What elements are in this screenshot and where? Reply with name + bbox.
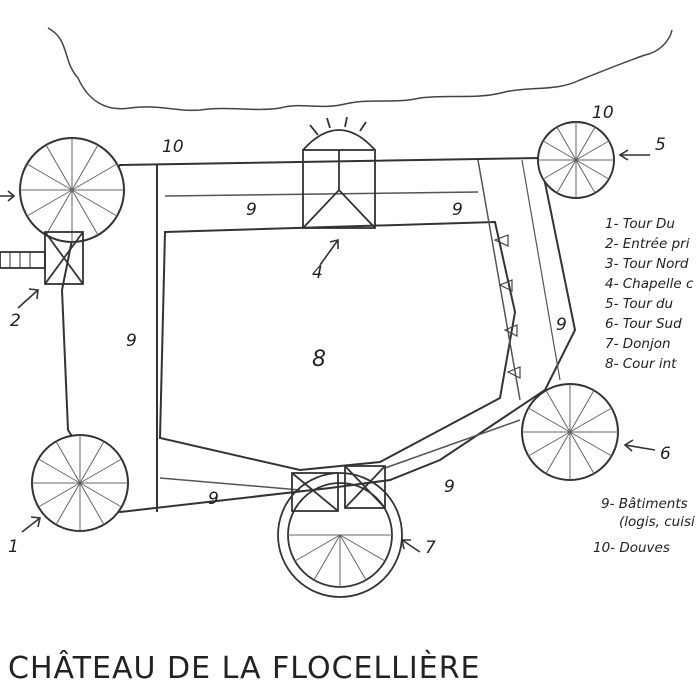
marker-9-north-east: 9 xyxy=(452,200,463,220)
south-building-line xyxy=(159,477,301,491)
legend-item: 5- Tour du xyxy=(605,296,673,312)
south-east-building-line xyxy=(384,419,521,469)
markers: 1 2 4 5 6 7 8 9 9 9 9 9 9 10 10 xyxy=(8,103,671,558)
marker-10-north: 10 xyxy=(162,137,184,157)
legend: 1- Tour Du 2- Entrée pri 3- Tour Nord 4- Ch… xyxy=(593,216,695,556)
marker-7: 7 xyxy=(425,538,436,558)
legend-item: 6- Tour Sud xyxy=(605,316,682,332)
legend-item: 9- Bâtiments xyxy=(601,496,688,512)
marker-9-east: 9 xyxy=(556,315,567,335)
main-entrance xyxy=(0,231,84,285)
pointer-arrows xyxy=(0,149,656,553)
legend-item: 10- Douves xyxy=(593,540,670,556)
legend-item: 2- Entrée pri xyxy=(605,236,690,252)
marker-9-south-east: 9 xyxy=(444,477,455,497)
chapel xyxy=(302,116,376,229)
legend-item: 4- Chapelle c xyxy=(605,276,694,292)
tower-north-east xyxy=(537,121,615,199)
tower-north-west xyxy=(19,137,125,243)
marker-5: 5 xyxy=(655,135,666,155)
marker-9-north-west: 9 xyxy=(246,200,257,220)
marker-8: 8 xyxy=(312,347,326,372)
marker-9-south-west: 9 xyxy=(208,489,219,509)
north-building-line xyxy=(164,191,479,197)
marker-6: 6 xyxy=(660,444,671,464)
legend-item: (logis, cuisi xyxy=(619,514,695,530)
drawing-title: CHÂTEAU DE LA FLOCELLIÈRE xyxy=(8,650,481,686)
legend-item: 8- Cour int xyxy=(605,356,677,372)
east-building-line-2 xyxy=(521,159,561,381)
east-building-line xyxy=(477,159,521,401)
tower-south-east xyxy=(521,383,619,481)
inner-courtyard-wall xyxy=(158,220,517,472)
legend-item: 3- Tour Nord xyxy=(605,256,689,272)
marker-4: 4 xyxy=(312,263,323,283)
legend-item: 7- Donjon xyxy=(605,336,671,352)
marker-9-west: 9 xyxy=(126,331,137,351)
marker-10-north-east: 10 xyxy=(592,103,614,123)
legend-item: 1- Tour Du xyxy=(605,216,675,232)
donjon xyxy=(277,465,403,598)
marker-1: 1 xyxy=(8,537,19,557)
east-buttresses xyxy=(493,234,521,379)
moat-outline xyxy=(47,27,673,112)
outer-wall xyxy=(60,156,577,514)
tower-south-west xyxy=(31,434,129,532)
marker-2: 2 xyxy=(10,311,21,331)
